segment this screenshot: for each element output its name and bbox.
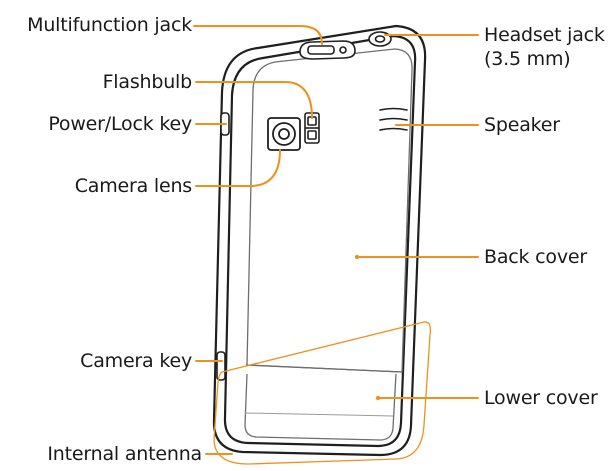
camera-key-button — [216, 351, 226, 381]
label-back-cover: Back cover — [484, 246, 587, 268]
dot-back-cover — [354, 254, 360, 260]
label-headset-jack: Headset jack — [484, 24, 605, 46]
camera-lens-module — [267, 117, 301, 151]
back-cover-panel — [245, 48, 413, 373]
leader-lines — [193, 25, 479, 455]
speaker-grille — [379, 107, 408, 131]
internal-antenna-outline — [213, 321, 432, 465]
label-lower-cover: Lower cover — [484, 387, 598, 409]
leader-camera-lens — [195, 149, 281, 187]
leader-multifunction-jack — [193, 25, 323, 45]
label-speaker: Speaker — [484, 114, 560, 136]
flashbulb-module — [304, 112, 320, 144]
multifunction-jack-port — [299, 40, 356, 60]
phone-inner-outline — [223, 34, 417, 448]
phone-body — [212, 24, 427, 457]
label-flashbulb: Flashbulb — [102, 71, 193, 93]
label-camera-key: Camera key — [80, 350, 192, 372]
label-headset-jack-size: (3.5 mm) — [484, 48, 571, 70]
lower-cover-panel — [244, 373, 397, 441]
phone-outer-outline — [212, 24, 427, 457]
label-multifunction-jack: Multifunction jack — [27, 14, 192, 36]
label-internal-antenna: Internal antenna — [47, 443, 202, 465]
label-camera-lens: Camera lens — [74, 175, 193, 197]
label-power-lock-key: Power/Lock key — [48, 113, 192, 135]
leader-flashbulb — [195, 81, 313, 119]
dot-lower-cover — [375, 395, 381, 401]
leader-end-dots — [354, 254, 381, 401]
